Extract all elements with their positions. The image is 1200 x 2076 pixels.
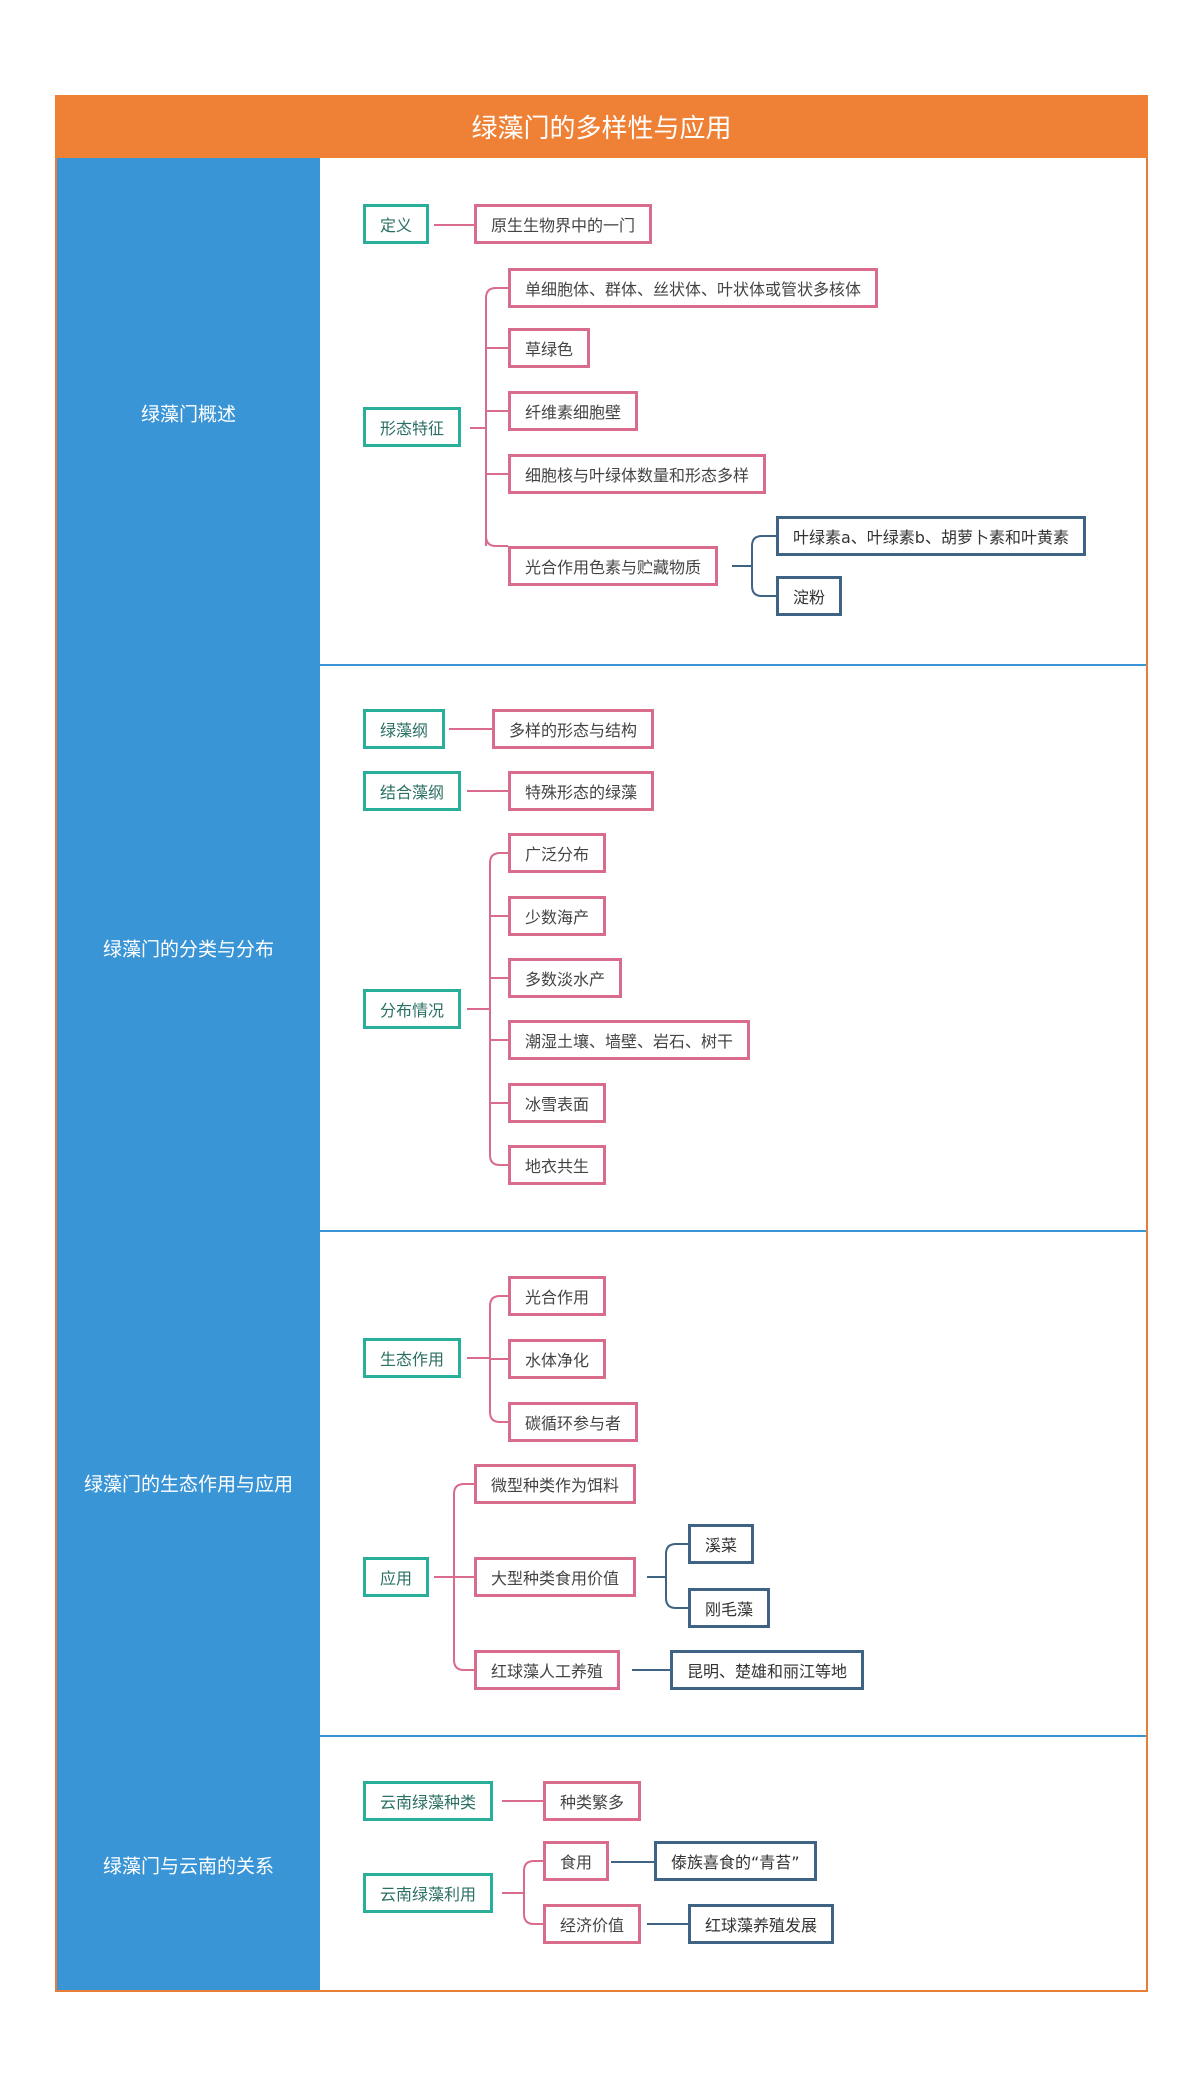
node-snow-surface: 冰雪表面 (508, 1083, 607, 1123)
node-edible: 食用 (543, 1841, 610, 1881)
node-damp-surfaces: 潮湿土壤、墙壁、岩石、树干 (508, 1020, 751, 1060)
node-prasiola: 溪菜 (688, 1524, 755, 1564)
section-divider (320, 664, 1146, 666)
section-divider (320, 1735, 1146, 1737)
node-yunnan-species: 云南绿藻种类 (363, 1781, 494, 1821)
node-grass-green: 草绿色 (508, 328, 591, 368)
node-distribution: 分布情况 (363, 989, 462, 1029)
section-label-classification: 绿藻门的分类与分布 (102, 938, 274, 961)
node-nucleus-chloroplast: 细胞核与叶绿体数量和形态多样 (508, 454, 767, 494)
section-label-ecology: 绿藻门的生态作用与应用 (83, 1473, 293, 1496)
node-photosynthesis: 光合作用 (508, 1276, 607, 1316)
node-conjugatophyceae: 结合藻纲 (363, 771, 462, 811)
node-cellulose-wall: 纤维素细胞壁 (508, 391, 639, 431)
node-diverse-form: 多样的形态与结构 (492, 709, 655, 749)
node-starch: 淀粉 (776, 576, 843, 616)
section-label-overview: 绿藻门概述 (140, 403, 236, 426)
node-definition: 定义 (363, 204, 430, 244)
node-many-species: 种类繁多 (543, 1781, 642, 1821)
node-body-forms: 单细胞体、群体、丝状体、叶状体或管状多核体 (508, 268, 879, 308)
node-haematococcus: 红球藻人工养殖 (474, 1650, 621, 1690)
node-cladophora: 刚毛藻 (688, 1588, 771, 1628)
node-ecological-role: 生态作用 (363, 1338, 462, 1378)
node-regions: 昆明、楚雄和丽江等地 (670, 1650, 865, 1690)
node-pigments-storage: 光合作用色素与贮藏物质 (508, 546, 719, 586)
node-morphology: 形态特征 (363, 407, 462, 447)
page-title: 绿藻门的多样性与应用 (55, 95, 1148, 158)
node-water-purification: 水体净化 (508, 1339, 607, 1379)
node-definition-detail: 原生生物界中的一门 (474, 204, 653, 244)
node-mostly-freshwater: 多数淡水产 (508, 958, 623, 998)
node-applications: 应用 (363, 1557, 430, 1597)
section-label-yunnan: 绿藻门与云南的关系 (102, 1855, 274, 1878)
node-special-form: 特殊形态的绿藻 (508, 771, 655, 811)
node-dai-qingtai: 傣族喜食的“青苔” (654, 1841, 817, 1881)
node-carbon-cycle: 碳循环参与者 (508, 1402, 639, 1442)
node-economic-value: 经济价值 (543, 1904, 642, 1944)
node-few-marine: 少数海产 (508, 896, 607, 936)
node-yunnan-use: 云南绿藻利用 (363, 1873, 494, 1913)
node-haematococcus-development: 红球藻养殖发展 (688, 1904, 835, 1944)
section-divider (320, 1230, 1146, 1232)
node-lichen-symbiosis: 地衣共生 (508, 1145, 607, 1185)
node-food-value: 大型种类食用价值 (474, 1557, 637, 1597)
node-feed: 微型种类作为饵料 (474, 1464, 637, 1504)
node-pigments: 叶绿素a、叶绿素b、胡萝卜素和叶黄素 (776, 516, 1086, 556)
section-column (57, 158, 320, 1990)
node-chlorophyceae: 绿藻纲 (363, 709, 446, 749)
node-widespread: 广泛分布 (508, 833, 607, 873)
